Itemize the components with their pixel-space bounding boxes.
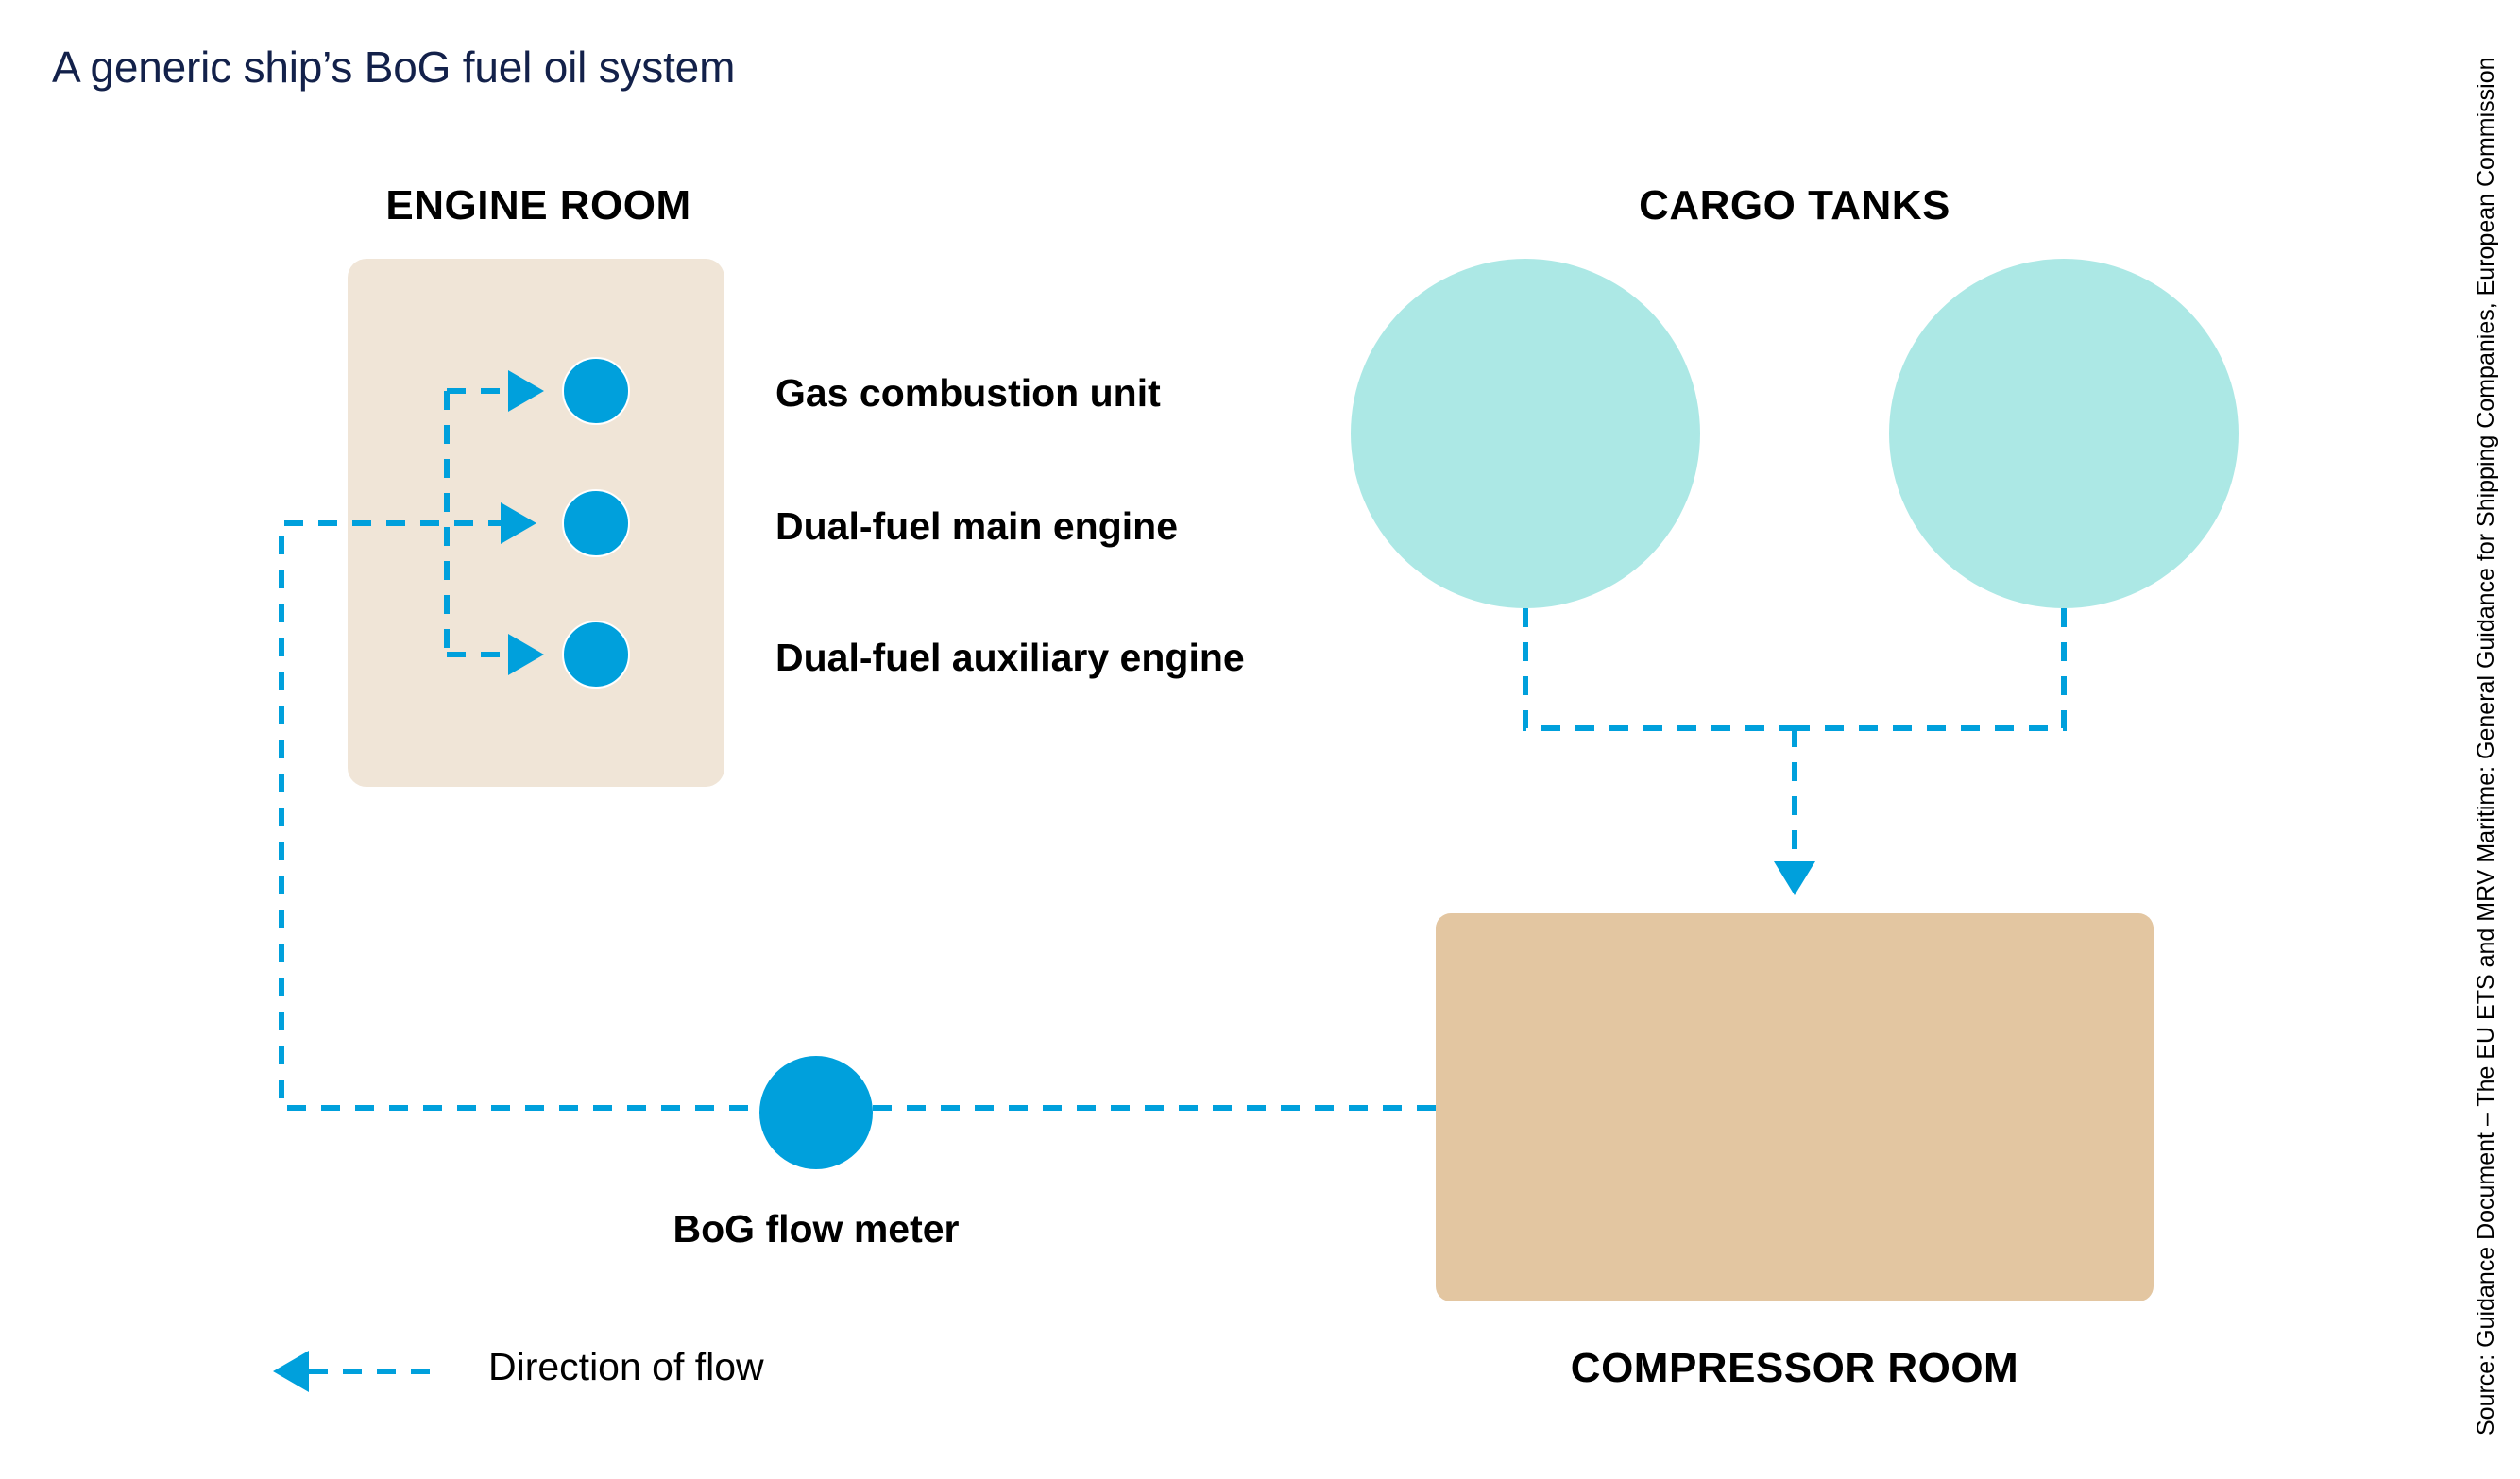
consumer-label-main-engine: Dual-fuel main engine: [775, 504, 1178, 548]
flow-line-tank-1: [1523, 608, 1795, 731]
cargo-tank-2: [1889, 259, 2239, 608]
flow-line-meter-to-engine-room: [279, 520, 816, 1111]
arrow-head-to-aux-engine: [508, 634, 544, 675]
compressor-room-box: [1436, 913, 2154, 1301]
arrow-head-to-main-engine: [501, 502, 536, 544]
source-note: Source: Guidance Document – The EU ETS a…: [2473, 57, 2499, 1436]
legend-arrow-head-icon: [273, 1351, 309, 1392]
bog-flow-meter-icon: [759, 1056, 873, 1169]
diagram-title: A generic ship’s BoG fuel oil system: [52, 42, 736, 92]
consumer-label-aux-engine: Dual-fuel auxiliary engine: [775, 636, 1245, 679]
cargo-tank-1: [1351, 259, 1700, 608]
arrow-head-to-compressor: [1774, 861, 1815, 895]
consumer-icon-aux-engine: [562, 620, 630, 688]
arrow-head-to-gcu: [508, 370, 544, 412]
consumer-label-gas-combustion-unit: Gas combustion unit: [775, 371, 1161, 415]
bog-flow-meter-label: BoG flow meter: [673, 1207, 960, 1250]
engine-room-title: ENGINE ROOM: [385, 182, 691, 229]
engine-room-box: [348, 259, 724, 787]
consumer-icon-gas-combustion-unit: [562, 357, 630, 425]
legend-label: Direction of flow: [488, 1345, 764, 1388]
cargo-tanks-title: CARGO TANKS: [1639, 182, 1950, 229]
flow-line-tank-2: [1795, 608, 2067, 731]
consumer-icon-main-engine: [562, 489, 630, 557]
compressor-room-title: COMPRESSOR ROOM: [1570, 1345, 2019, 1391]
